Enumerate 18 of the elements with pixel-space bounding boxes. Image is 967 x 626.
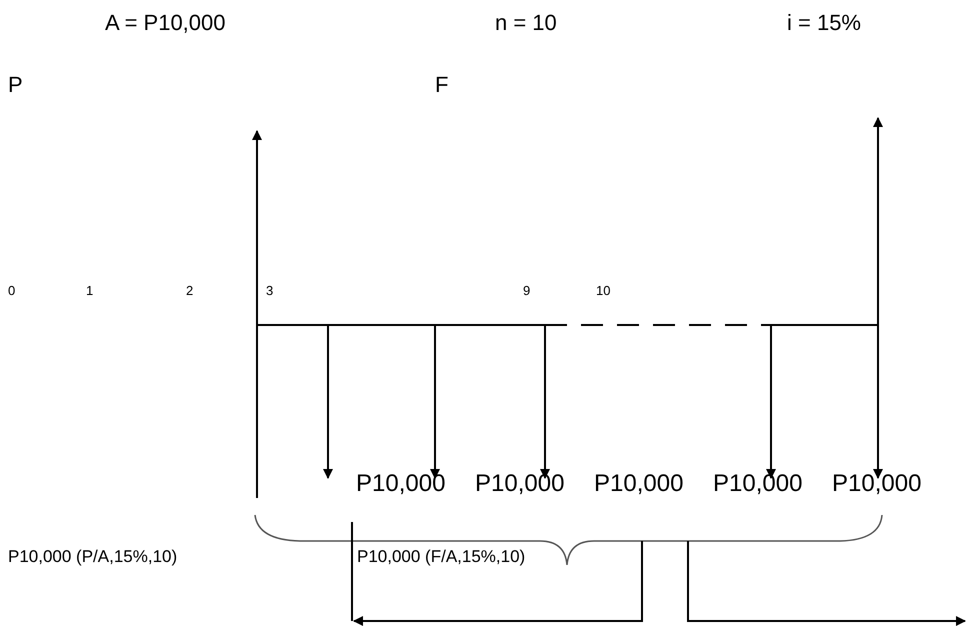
payment-amount: P10,000 [713,472,802,496]
payment-amount: P10,000 [475,472,564,496]
payment-amount: P10,000 [356,472,446,496]
cash-flow-symbol: F [435,74,448,96]
period-number: 2 [186,284,194,297]
given-value: A = P10,000 [105,12,226,34]
payment-amount: P10,000 [832,472,922,496]
formula-text: P10,000 (P/A,15%,10) [8,548,178,565]
period-number: 9 [523,284,530,297]
period-number: 1 [86,284,94,297]
period-number: 3 [266,284,274,297]
given-value: i = 15% [787,12,861,34]
formula-text: P10,000 (F/A,15%,10) [357,548,526,565]
period-number: 0 [8,284,16,297]
period-number: 10 [596,284,610,297]
given-value: n = 10 [495,12,557,34]
payment-amount: P10,000 [594,472,684,496]
cash-flow-symbol: P [8,74,23,96]
